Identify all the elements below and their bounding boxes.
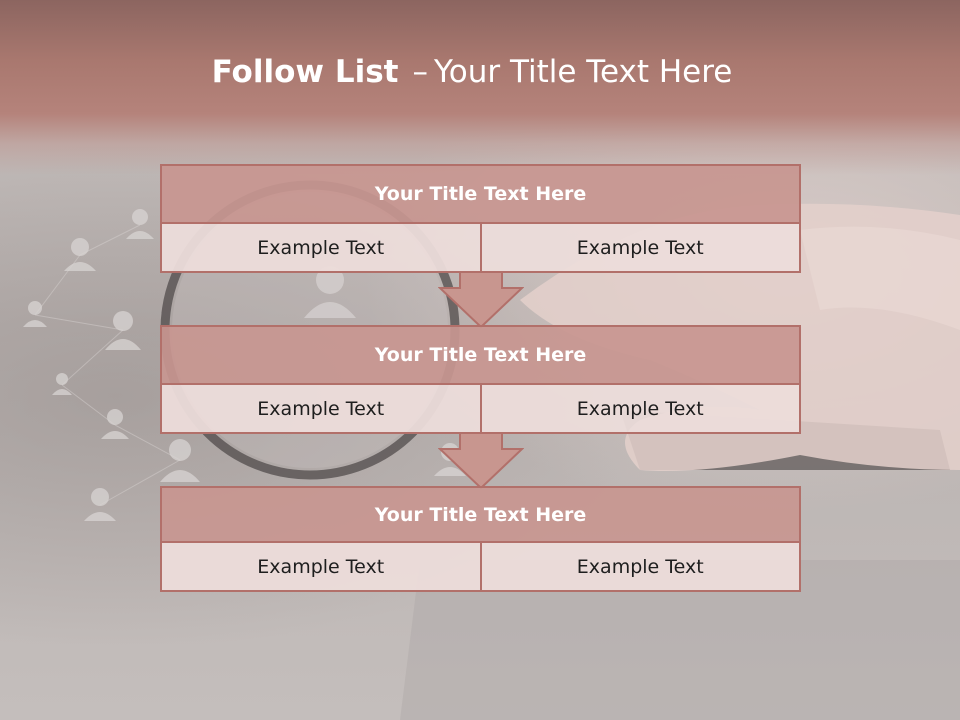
block-cell-left: Example Text (162, 385, 480, 432)
block-row: Example Text Example Text (162, 385, 799, 432)
block-title: Your Title Text Here (162, 166, 799, 224)
people-icons (23, 209, 466, 521)
hand-highlight (800, 226, 960, 330)
block-cell-right: Example Text (479, 543, 799, 590)
lower-shadow (400, 560, 960, 720)
list-block-2: Your Title Text Here Example Text Exampl… (160, 325, 801, 434)
down-arrow-icon (438, 271, 524, 329)
slide-title-bold: Follow List (211, 54, 399, 90)
down-arrow-icon (438, 432, 524, 490)
block-cell-right: Example Text (479, 385, 799, 432)
block-row: Example Text Example Text (162, 224, 799, 271)
header-band (0, 0, 960, 175)
list-block-1: Your Title Text Here Example Text Exampl… (160, 164, 801, 273)
list-block-3: Your Title Text Here Example Text Exampl… (160, 486, 801, 592)
network-lines (34, 224, 181, 506)
slide-title: Follow List–Your Title Text Here (0, 54, 944, 90)
slide-title-dash: – (412, 54, 428, 90)
block-cell-left: Example Text (162, 543, 480, 590)
block-cell-left: Example Text (162, 224, 480, 271)
block-cell-right: Example Text (479, 224, 799, 271)
block-title: Your Title Text Here (162, 327, 799, 385)
slide-title-rest: Your Title Text Here (433, 54, 733, 90)
block-title: Your Title Text Here (162, 488, 799, 543)
block-row: Example Text Example Text (162, 543, 799, 590)
